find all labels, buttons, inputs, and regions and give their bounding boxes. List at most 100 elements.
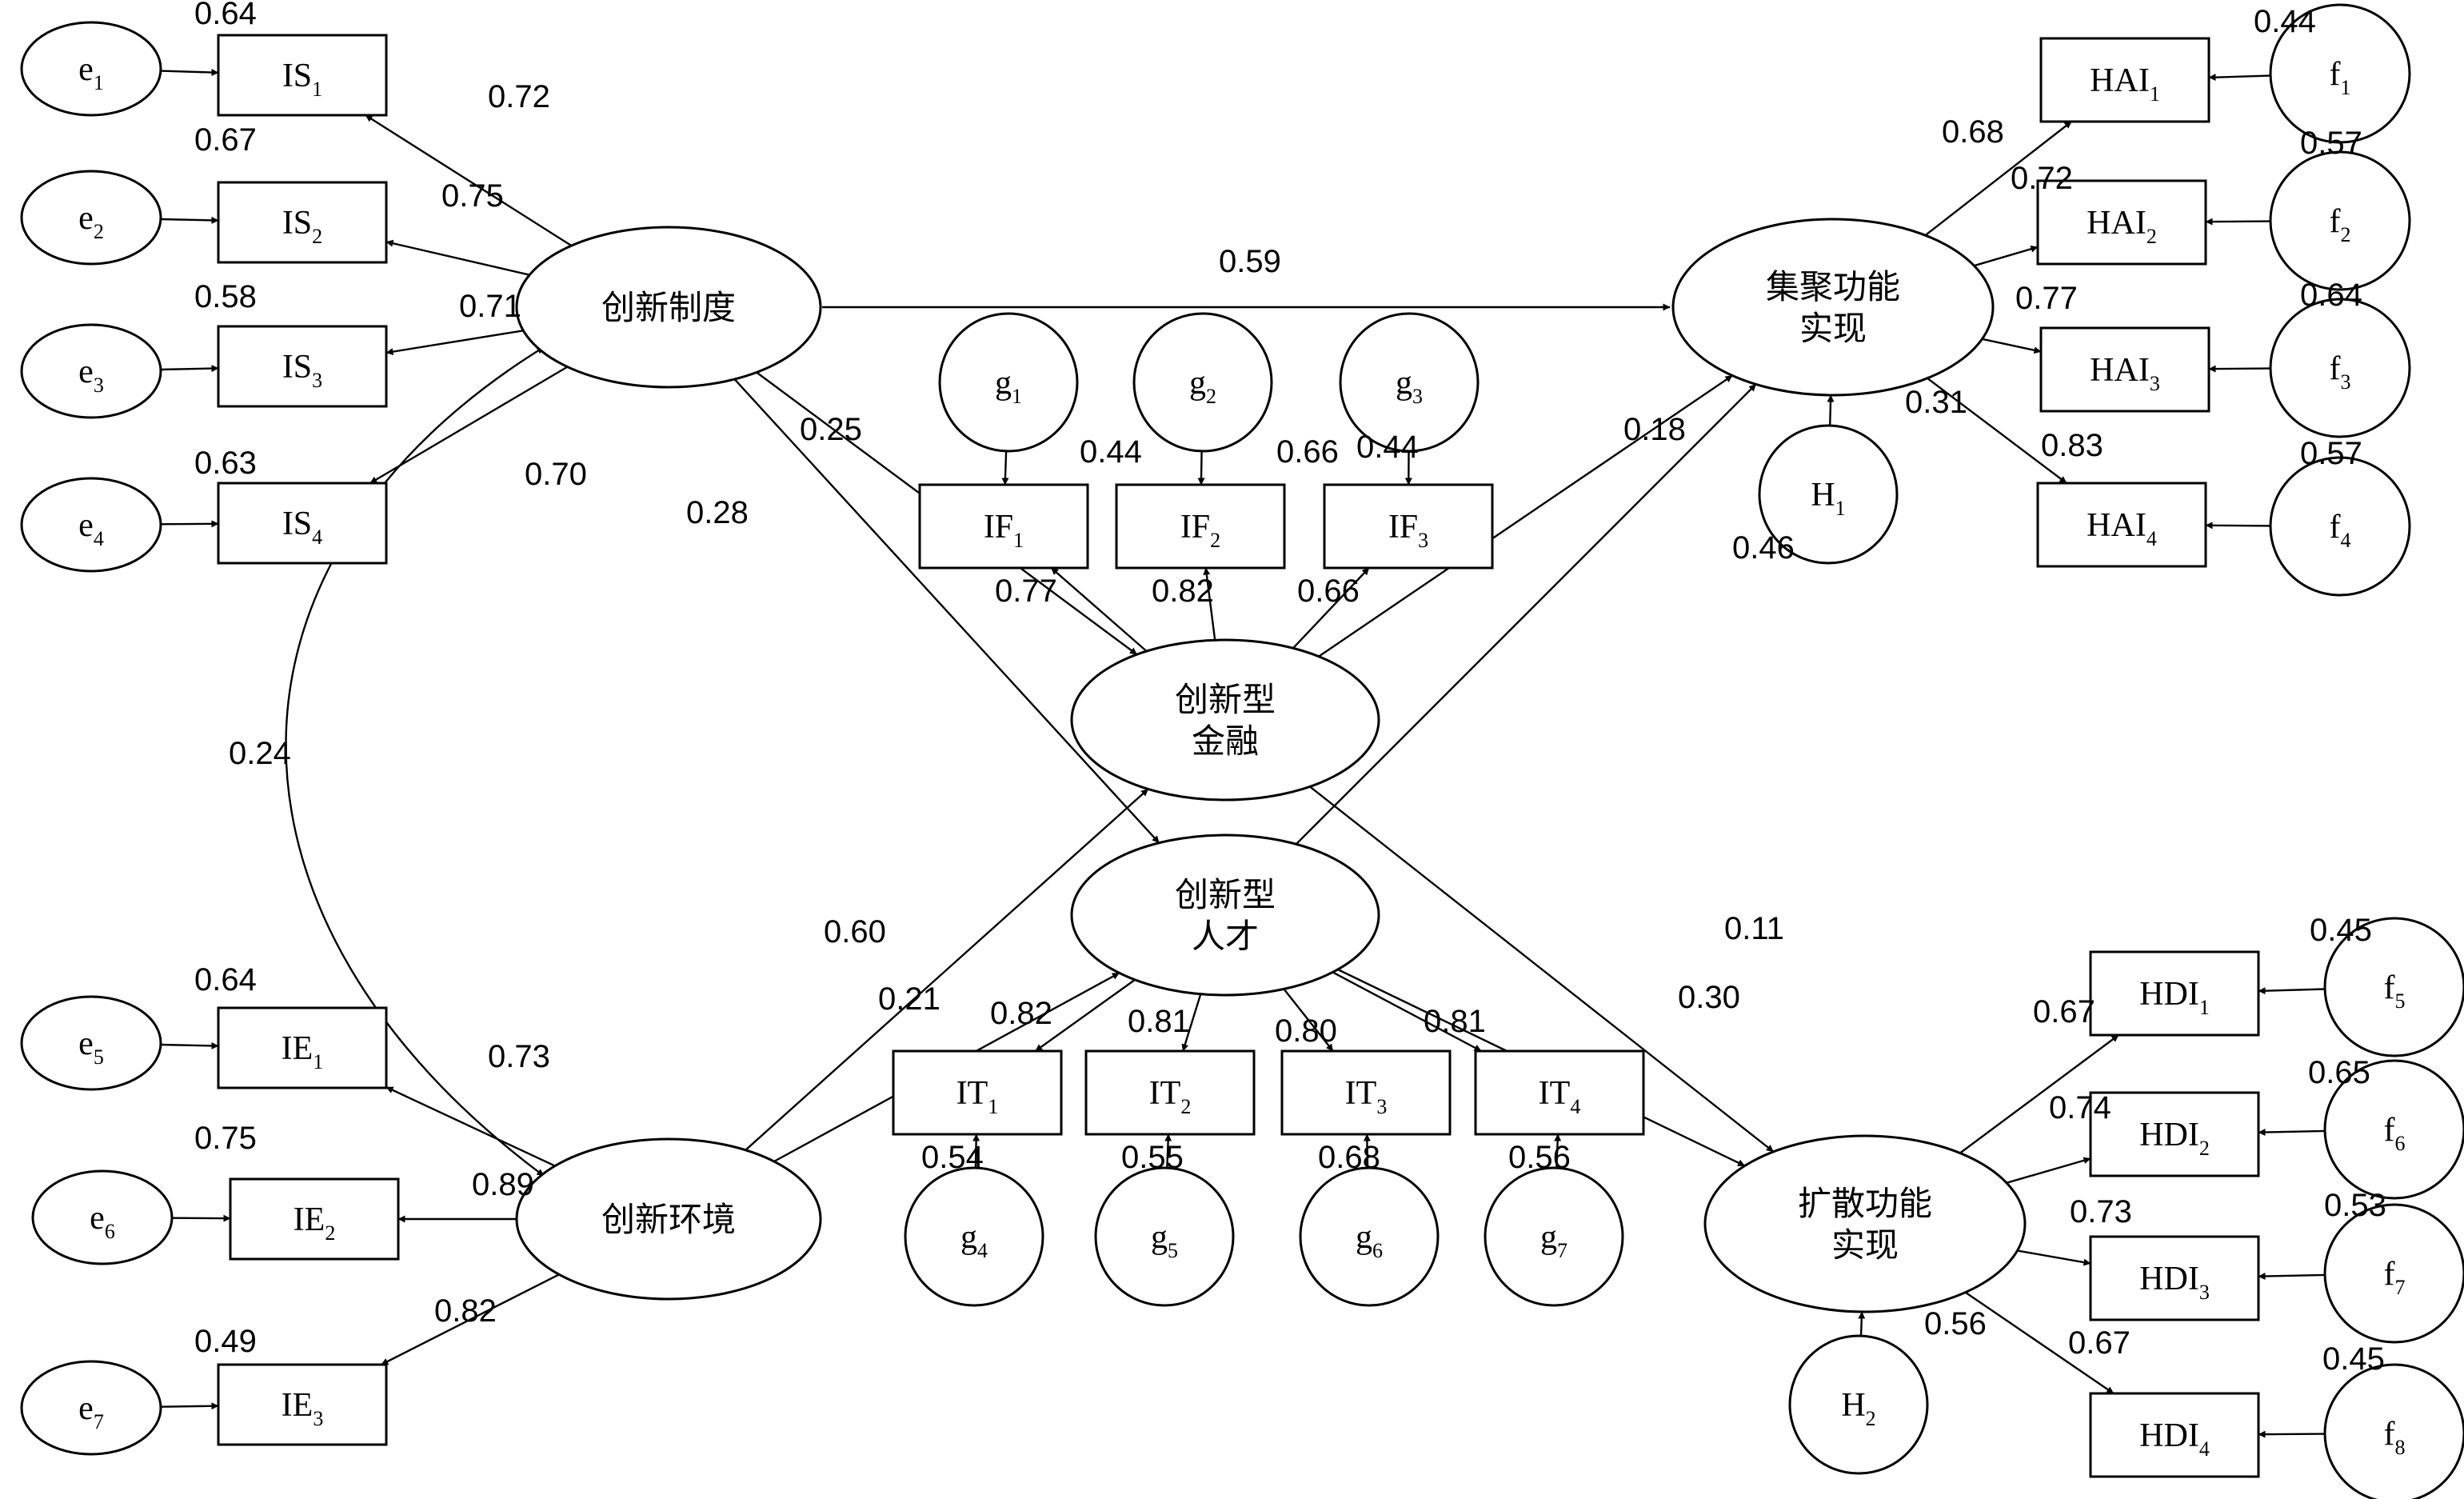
node-ellipse	[20, 170, 162, 266]
node-label-main: g	[1189, 365, 1206, 402]
node-ellipse	[20, 323, 162, 419]
node-label-subscript: 2	[1866, 1407, 1876, 1430]
node-label-main: IE	[294, 1201, 325, 1238]
coefficient-label: 0.59	[1219, 244, 1281, 279]
path-lis-to-is2	[385, 239, 530, 276]
error-e4: e4	[20, 477, 162, 573]
node-label-main: e	[78, 1390, 94, 1427]
node-label: IE2	[294, 1201, 336, 1245]
coefficient-label: 0.58	[194, 279, 257, 314]
node-label: IS4	[282, 506, 322, 549]
node-label-subscript: 2	[1210, 529, 1220, 552]
node-label-main: e	[90, 1200, 105, 1237]
node-label-subscript: 6	[2395, 1132, 2406, 1155]
node-label-main: f	[2330, 56, 2341, 93]
coefficient-label: 0.49	[194, 1324, 257, 1359]
node-label-main: g	[1540, 1219, 1557, 1256]
node-label-main: IF	[1388, 509, 1418, 546]
coefficient-label: 0.80	[1275, 1013, 1337, 1049]
path-lif-to-lhd	[1309, 785, 1775, 1153]
coefficient-label: 0.44	[1356, 430, 1419, 465]
node-label-subscript: 5	[94, 1045, 104, 1069]
node-label-main: f	[2384, 1112, 2395, 1149]
error-e2: e2	[20, 170, 162, 266]
node-ellipse	[515, 226, 822, 389]
node-label-subscript: 2	[325, 1221, 335, 1245]
coefficient-label: 0.21	[878, 981, 940, 1017]
node-box	[892, 1049, 1063, 1136]
path-lit-to-lha	[1295, 383, 1757, 845]
error-h2: H2	[1788, 1334, 1929, 1475]
node-label: IS1	[282, 58, 322, 101]
node-ellipse	[904, 1166, 1044, 1307]
node-label: IT1	[956, 1075, 999, 1118]
node-box	[217, 181, 388, 264]
node-ellipse	[1703, 1134, 2027, 1313]
node-label: e3	[78, 354, 104, 397]
node-ellipse	[1299, 1166, 1440, 1307]
coefficient-label: 0.71	[459, 289, 521, 324]
coefficient-label: 0.67	[194, 122, 257, 158]
path-g7-to-it4	[1554, 1133, 1562, 1169]
indicator-ie2: IE2	[229, 1177, 400, 1261]
node-label-subscript: 4	[94, 527, 104, 550]
coefficient-label: 0.44	[1080, 434, 1142, 470]
coefficient-label: 0.81	[1128, 1004, 1190, 1039]
node-label: e7	[78, 1390, 104, 1433]
node-label-main: H	[1811, 477, 1835, 514]
node-box	[918, 483, 1089, 570]
node-label: f4	[2330, 509, 2351, 552]
path-g6-to-it3	[1363, 1133, 1371, 1169]
coefficient-label: 0.70	[525, 457, 587, 492]
latent-label-line: 金融	[1192, 722, 1259, 761]
node-label-subscript: 2	[2199, 1137, 2210, 1160]
path-lif-to-if1	[1050, 567, 1148, 653]
indicator-it3: IT3	[1280, 1049, 1452, 1136]
node-label: HDI3	[2139, 1261, 2210, 1304]
node-label-subscript: 6	[1372, 1239, 1383, 1262]
node-label: g5	[1151, 1219, 1178, 1262]
path-lhd-to-hdi2	[2006, 1157, 2091, 1184]
coefficient-label: 0.31	[1905, 385, 1967, 420]
error-f4: f4	[2269, 456, 2411, 597]
path-f3-to-hai3	[2208, 365, 2271, 373]
path-lhd-to-hdi1	[1959, 1034, 2119, 1154]
coefficient-label: 0.74	[2049, 1090, 2111, 1125]
node-label-main: f	[2384, 1256, 2395, 1293]
indicator-hai1: HAI1	[2039, 37, 2210, 123]
node-label: HAI2	[2087, 205, 2157, 248]
node-label: g2	[1189, 365, 1216, 408]
path-f1-to-hai1	[2208, 74, 2271, 82]
node-label: HAI4	[2087, 507, 2157, 550]
coefficient-label: 0.45	[2322, 1341, 2385, 1377]
path-lif-to-if3	[1292, 567, 1370, 650]
coefficient-label: 0.46	[1732, 530, 1795, 566]
node-label-main: IS	[282, 58, 312, 94]
node-label-main: g	[960, 1219, 977, 1256]
node-label: g3	[1396, 365, 1423, 408]
path-f5-to-hdi1	[2258, 987, 2326, 995]
nodes-layer: e1e2e3e4e5e6e7IS1IS2IS3IS4IE1IE2IE3创新制度创…	[20, 3, 2464, 1499]
indicator-it2: IT2	[1084, 1049, 1256, 1136]
path-e4-to-is4	[160, 520, 219, 528]
node-label-main: IF	[1180, 509, 1210, 546]
coefficient-label: 0.68	[1942, 114, 2004, 150]
node-label-main: IS	[282, 205, 312, 242]
node-label-subscript: 4	[2341, 529, 2351, 552]
path-h2-to-lhd	[1858, 1311, 1866, 1337]
coefficient-label: 0.57	[2300, 436, 2362, 471]
latent-label-line: 实现	[1799, 309, 1867, 348]
indicator-if2: IF2	[1115, 483, 1286, 570]
node-label: g4	[960, 1219, 988, 1262]
error-g5: g5	[1094, 1166, 1235, 1307]
coefficient-label: 0.63	[194, 446, 257, 481]
error-e3: e3	[20, 323, 162, 419]
node-label-subscript: 5	[1168, 1239, 1178, 1262]
node-box	[2039, 37, 2210, 123]
indicator-it1: IT1	[892, 1049, 1063, 1136]
node-label-subscript: 2	[1206, 385, 1216, 408]
node-label-subscript: 1	[1835, 497, 1846, 520]
